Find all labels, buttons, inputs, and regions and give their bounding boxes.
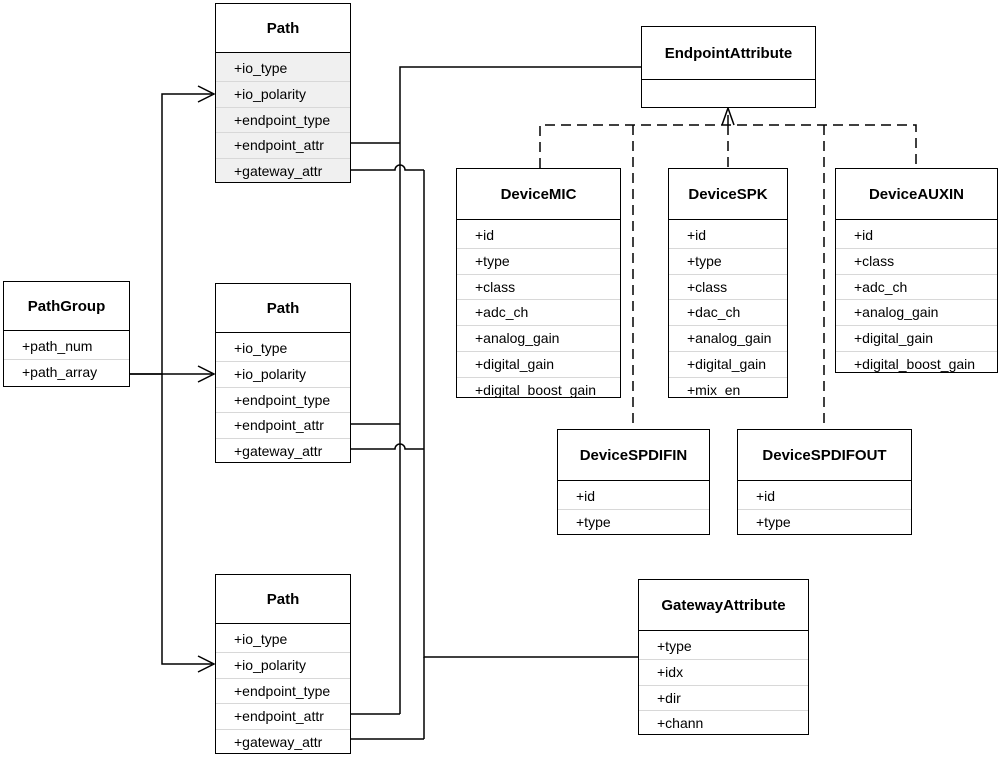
class-devicespdifout: DeviceSPDIFOUT +id +type — [737, 429, 912, 535]
class-title: Path — [216, 284, 350, 333]
attribute-row: +endpoint_attr — [216, 704, 350, 731]
attribute-row: +chann — [657, 715, 704, 732]
attribute-row: +id — [558, 484, 709, 510]
attribute-row: +class — [836, 249, 997, 275]
class-devicespdifin: DeviceSPDIFIN +id +type — [557, 429, 710, 535]
attribute-row: +type — [669, 249, 787, 275]
attribute-row: +type — [457, 249, 620, 275]
attribute-row: +dir — [639, 686, 808, 712]
attribute-row: +io_polarity — [216, 362, 350, 388]
path-array-to-path-1-line — [130, 93, 212, 375]
class-devicespk: DeviceSPK +id+type+class+dac_ch+analog_g… — [668, 168, 788, 398]
attribute-row: +endpoint_attr — [216, 413, 350, 440]
attribute-list: +id+type+class+dac_ch+analog_gain+digita… — [669, 220, 787, 403]
attribute-row: +endpoint_type — [216, 108, 350, 134]
attribute-row: +path_num — [4, 334, 129, 360]
gateway-attr-line-1 — [350, 164, 424, 171]
class-title: DeviceAUXIN — [836, 169, 997, 220]
attribute-row: +digital_gain — [457, 352, 620, 378]
attribute-list: +id +type — [738, 481, 911, 535]
arrowhead-path-2 — [197, 365, 216, 383]
attribute-row: +id — [836, 223, 997, 249]
attribute-row: +io_polarity — [216, 82, 350, 108]
attribute-row: +id — [738, 484, 911, 510]
class-title: DeviceSPDIFIN — [558, 430, 709, 481]
arrowhead-path-3 — [197, 655, 216, 673]
attribute-row: +adc_ch — [457, 300, 620, 327]
attribute-row: +path_array — [22, 363, 98, 380]
class-title: DeviceSPDIFOUT — [738, 430, 911, 481]
class-title: EndpointAttribute — [642, 27, 815, 80]
class-path-1: Path +io_type+io_polarity+endpoint_type+… — [215, 3, 351, 183]
attribute-list: +type+idx+dir +chann — [639, 631, 808, 736]
attribute-row: +io_type — [216, 56, 350, 82]
class-title: Path — [216, 4, 350, 53]
attribute-row: +digital_boost_gain — [854, 355, 976, 372]
attribute-list: +id+class+adc_ch+analog_gain+digital_gai… — [836, 220, 997, 377]
attribute-row: +id — [669, 223, 787, 249]
attribute-list: +id +type — [558, 481, 709, 535]
class-endpointattribute: EndpointAttribute — [641, 26, 816, 108]
attribute-row: +digital_gain — [669, 352, 787, 378]
attribute-row: +endpoint_attr — [216, 133, 350, 160]
class-deviceauxin: DeviceAUXIN +id+class+adc_ch+analog_gain… — [835, 168, 998, 373]
attribute-list: +id+type+class+adc_ch+analog_gain+digita… — [457, 220, 620, 403]
path-array-to-path-3-line — [161, 374, 212, 665]
class-title: PathGroup — [4, 282, 129, 331]
attribute-row: +digital_gain — [836, 326, 997, 352]
class-gatewayattribute: GatewayAttribute +type+idx+dir +chann — [638, 579, 809, 735]
class-title: DeviceSPK — [669, 169, 787, 220]
arrowhead-path-1 — [197, 85, 216, 103]
attribute-row: +gateway_attr — [234, 163, 323, 180]
class-title: Path — [216, 575, 350, 624]
attribute-row: +dac_ch — [669, 300, 787, 327]
attribute-row: +idx — [639, 660, 808, 686]
endpoint-bus-line — [399, 66, 641, 714]
class-path-3: Path +io_type+io_polarity+endpoint_type+… — [215, 574, 351, 754]
class-path-2: Path +io_type+io_polarity+endpoint_type+… — [215, 283, 351, 463]
attribute-row: +class — [457, 275, 620, 301]
attribute-row: +type — [639, 634, 808, 660]
class-pathgroup: PathGroup +path_num +path_array — [3, 281, 130, 387]
attribute-row: +id — [457, 223, 620, 249]
attribute-row: +digital_boost_gain — [475, 381, 597, 398]
attribute-row: +io_polarity — [216, 653, 350, 679]
attribute-row: +endpoint_type — [216, 388, 350, 414]
attribute-row: +io_type — [216, 627, 350, 653]
attribute-row: +class — [669, 275, 787, 301]
class-title: DeviceMIC — [457, 169, 620, 220]
attribute-list: +io_type+io_polarity+endpoint_type+endpo… — [216, 53, 350, 184]
attribute-list: +path_num +path_array — [4, 331, 129, 385]
attribute-row: +gateway_attr — [234, 734, 323, 751]
class-devicemic: DeviceMIC +id+type+class+adc_ch+analog_g… — [456, 168, 621, 398]
attribute-row: +mix_en — [687, 381, 741, 398]
attribute-row: +analog_gain — [457, 326, 620, 352]
attribute-row: +gateway_attr — [234, 443, 323, 460]
attribute-list: +io_type+io_polarity+endpoint_type+endpo… — [216, 624, 350, 755]
attribute-row: +endpoint_type — [216, 679, 350, 705]
attribute-list: +io_type+io_polarity+endpoint_type+endpo… — [216, 333, 350, 464]
attribute-row: +io_type — [216, 336, 350, 362]
gateway-attr-line-2 — [350, 443, 424, 450]
class-title: GatewayAttribute — [639, 580, 808, 631]
attribute-row: +analog_gain — [836, 300, 997, 327]
inheritance-arrowhead — [721, 105, 735, 126]
attribute-row: +type — [756, 513, 791, 530]
attribute-row: +analog_gain — [669, 326, 787, 352]
attribute-row: +type — [576, 513, 611, 530]
attribute-row: +adc_ch — [836, 275, 997, 301]
attribute-list — [642, 80, 815, 83]
